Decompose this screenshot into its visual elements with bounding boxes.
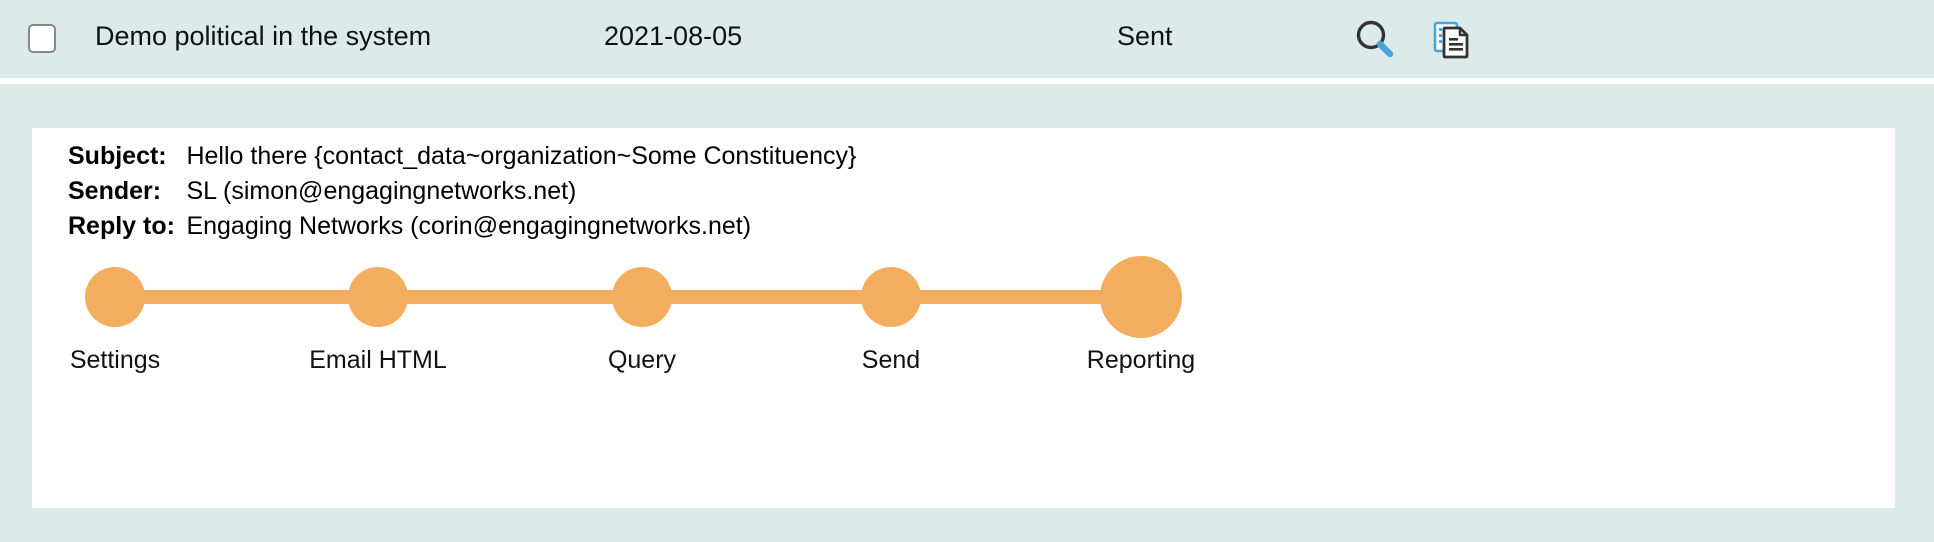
subject-label: Subject: <box>68 142 167 170</box>
job-summary-row[interactable]: Demo political in the system 2021-08-05 … <box>0 0 1934 78</box>
step-label-reporting[interactable]: Reporting <box>1086 346 1196 374</box>
step-connector <box>404 290 616 304</box>
header-divider <box>0 78 1934 84</box>
step-label-send[interactable]: Send <box>861 346 921 374</box>
copy-icon[interactable] <box>1426 13 1478 65</box>
replyto-value: Engaging Networks (corin@engagingnetwork… <box>186 212 752 240</box>
step-connector <box>917 290 1104 304</box>
sender-value: SL (simon@engagingnetworks.net) <box>186 177 577 205</box>
step-connector <box>141 290 352 304</box>
email-meta-block: Subject: Hello there {contact_data~organ… <box>68 142 856 247</box>
row-date: 2021-08-05 <box>604 21 743 51</box>
row-status-badge: Sent <box>1117 21 1173 51</box>
step-label-query[interactable]: Query <box>607 346 677 374</box>
step-node-settings[interactable] <box>85 267 145 327</box>
step-node-query[interactable] <box>612 267 672 327</box>
replyto-label: Reply to: <box>68 212 175 240</box>
row-select-checkbox[interactable] <box>28 24 56 53</box>
row-title[interactable]: Demo political in the system <box>95 21 432 51</box>
subject-value: Hello there {contact_data~organization~S… <box>186 142 857 170</box>
search-icon[interactable] <box>1348 13 1400 65</box>
step-node-send[interactable] <box>861 267 921 327</box>
step-label-settings[interactable]: Settings <box>69 346 161 374</box>
step-label-email-html[interactable]: Email HTML <box>309 346 447 374</box>
job-detail-card: Subject: Hello there {contact_data~organ… <box>32 128 1895 508</box>
step-node-email-html[interactable] <box>348 267 408 327</box>
meta-row-sender: Sender: SL (simon@engagingnetworks.net) <box>68 177 856 212</box>
meta-row-subject: Subject: Hello there {contact_data~organ… <box>68 142 856 177</box>
step-connector <box>668 290 865 304</box>
meta-row-replyto: Reply to: Engaging Networks (corin@engag… <box>68 212 856 247</box>
sender-label: Sender: <box>68 177 162 205</box>
step-node-reporting[interactable] <box>1100 256 1182 338</box>
